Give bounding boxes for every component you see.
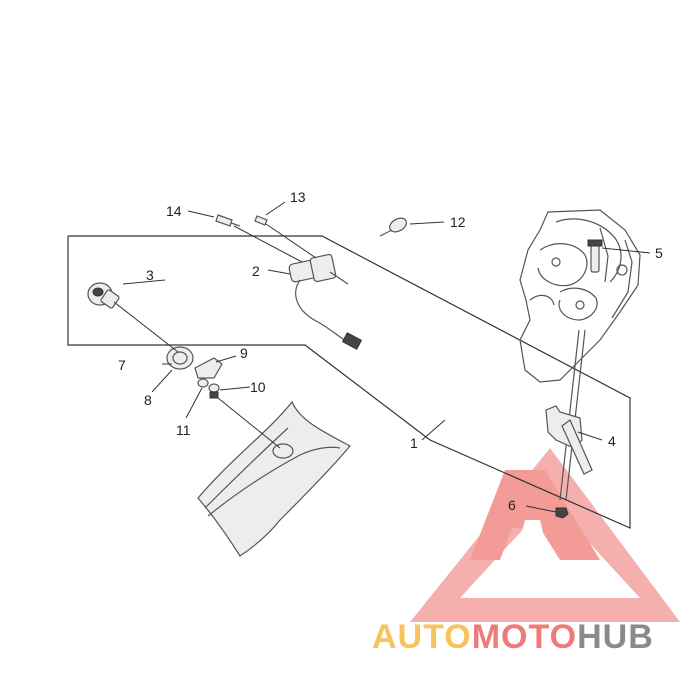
ignition-switch	[288, 253, 363, 350]
watermark-text: AUTOMOTOHUB	[372, 618, 654, 656]
bolt-part	[587, 239, 603, 273]
callout-11: 11	[176, 422, 191, 438]
callout-14: 14	[166, 203, 182, 219]
watermark-logo	[410, 448, 680, 622]
frame-outline	[67, 235, 631, 529]
callout-4: 4	[608, 433, 616, 449]
callout-5: 5	[655, 245, 663, 261]
cap-part	[87, 282, 120, 309]
nut-part	[555, 507, 569, 519]
callout-labels: 1 2 3 4 5 6 7 8 9 10 11 12 13 14	[118, 189, 663, 513]
watermark-moto: MOTO	[472, 618, 577, 656]
key-part	[379, 217, 407, 237]
callout-12: 12	[450, 214, 466, 230]
watermark-hub: HUB	[577, 618, 654, 656]
callout-10: 10	[250, 379, 266, 395]
callout-2: 2	[252, 263, 260, 279]
callout-6: 6	[508, 497, 516, 513]
screws-top	[215, 214, 268, 227]
leader-lines	[113, 201, 651, 513]
frame-casting	[519, 209, 641, 383]
side-panel	[197, 400, 351, 557]
callout-3: 3	[146, 267, 154, 283]
callout-9: 9	[240, 345, 248, 361]
callout-7: 7	[118, 357, 126, 373]
svg-text:AUTOMOTOHUB: AUTOMOTOHUB	[372, 618, 654, 656]
callout-13: 13	[290, 189, 306, 205]
callout-8: 8	[144, 392, 152, 408]
bracket-part	[545, 329, 593, 501]
callout-1: 1	[410, 435, 418, 451]
watermark-auto: AUTO	[372, 618, 472, 656]
lock-assembly	[166, 346, 223, 399]
